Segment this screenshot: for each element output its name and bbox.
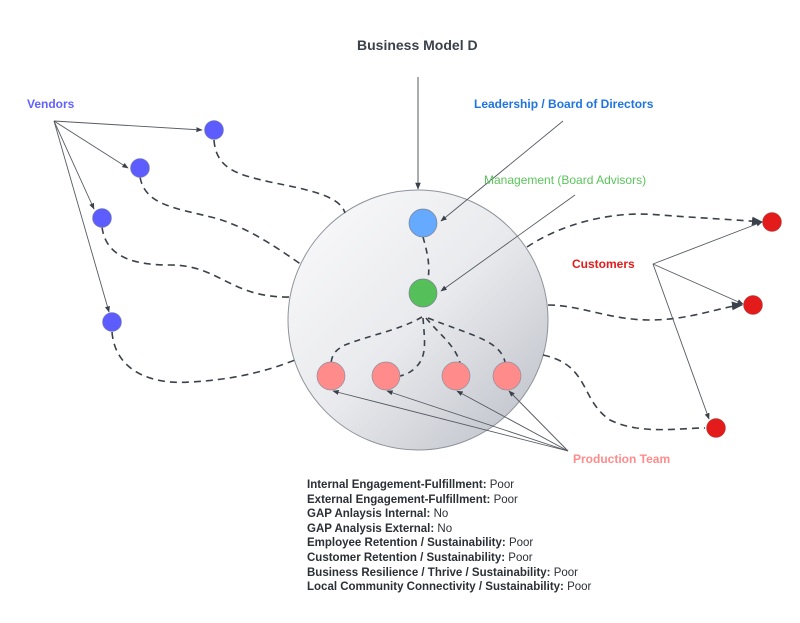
- metric-value: Poor: [508, 551, 533, 564]
- metric-row: GAP Anlaysis Internal: No: [307, 507, 591, 522]
- metric-label: Employee Retention / Sustainability:: [307, 537, 506, 550]
- metric-row: Local Community Connectivity / Sustainab…: [307, 580, 591, 595]
- management-production-link: [330, 316, 423, 364]
- metric-row: Customer Retention / Sustainability: Poo…: [307, 551, 591, 566]
- customer-arrow: [652, 221, 763, 265]
- metric-row: Internal Engagement-Fulfillment: Poor: [307, 478, 591, 493]
- metric-value: Poor: [489, 479, 515, 491]
- vendor-link: [111, 331, 296, 384]
- metric-value: Poor: [567, 581, 592, 594]
- customer-link: [547, 301, 744, 321]
- metric-label: Business Resilience / Thrive / Sustainab…: [307, 566, 551, 579]
- vendor-link: [101, 226, 291, 298]
- management-node: [408, 278, 438, 308]
- customer-arrow: [652, 263, 744, 305]
- metric-row: External Engagement-Fulfillment: Poor: [307, 493, 591, 508]
- production-node: [441, 361, 471, 391]
- vendor-arrow: [53, 120, 95, 210]
- metrics-list: Internal Engagement-Fulfillment: Poor Ex…: [307, 478, 591, 595]
- production-node: [316, 361, 346, 391]
- vendor-node: [130, 158, 150, 178]
- management-production-link: [399, 317, 426, 377]
- management-production-link: [425, 317, 461, 364]
- customer-links: [526, 213, 764, 431]
- metric-label: Internal Engagement-Fulfillment:: [307, 479, 487, 491]
- internal-links: [330, 236, 506, 377]
- leadership-label: Leadership / Board of Directors: [474, 97, 654, 111]
- metric-value: No: [437, 522, 453, 535]
- management-production-link: [427, 317, 506, 363]
- production-node: [371, 361, 401, 391]
- metric-value: No: [433, 508, 449, 521]
- metric-row: GAP Analysis External: No: [307, 522, 591, 537]
- customer-arrows: [652, 221, 763, 420]
- production-arrow: [508, 390, 569, 452]
- customers-label: Customers: [572, 257, 635, 271]
- customer-node: [762, 212, 782, 232]
- customer-link: [526, 213, 764, 248]
- metric-label: External Engagement-Fulfillment:: [307, 493, 491, 506]
- leadership-arrow: [440, 120, 564, 222]
- vendor-arrow: [53, 120, 129, 169]
- metric-value: Poor: [508, 537, 534, 550]
- customer-link: [542, 354, 706, 431]
- production-team-label: Production Team: [573, 452, 671, 466]
- metric-row: Business Resilience / Thrive / Sustainab…: [307, 566, 591, 581]
- metric-label: GAP Analysis External:: [307, 522, 435, 535]
- vendor-nodes: [92, 120, 224, 332]
- management-arrow: [440, 194, 576, 292]
- production-arrow: [456, 390, 569, 452]
- vendor-arrows: [53, 120, 203, 313]
- management-label: Management (Board Advisors): [484, 173, 647, 187]
- metric-label: GAP Anlaysis Internal:: [307, 508, 431, 521]
- customer-node: [743, 295, 763, 315]
- vendor-node: [92, 208, 112, 228]
- metric-value: Poor: [493, 493, 518, 506]
- production-node: [492, 361, 522, 391]
- leadership-management-link: [422, 236, 430, 281]
- vendor-node: [204, 120, 224, 140]
- diagram-title: Business Model D: [357, 37, 478, 53]
- vendor-links: [101, 139, 346, 384]
- vendor-link: [213, 139, 346, 214]
- vendor-arrow: [53, 120, 110, 313]
- vendor-link: [139, 176, 303, 266]
- production-arrow: [332, 389, 569, 452]
- vendor-node: [102, 312, 122, 332]
- customer-nodes: [706, 212, 782, 438]
- production-arrow: [386, 390, 569, 452]
- vendor-arrow: [53, 120, 203, 133]
- production-nodes: [316, 361, 522, 391]
- production-arrows: [332, 389, 569, 452]
- leadership-node: [408, 208, 438, 238]
- metric-row: Employee Retention / Sustainability: Poo…: [307, 536, 591, 551]
- metric-label: Customer Retention / Sustainability:: [307, 551, 506, 564]
- customer-node: [706, 418, 726, 438]
- metric-label: Local Community Connectivity / Sustainab…: [307, 581, 564, 594]
- customer-arrow: [652, 263, 710, 420]
- metric-value: Poor: [553, 566, 578, 579]
- vendors-label: Vendors: [27, 97, 75, 111]
